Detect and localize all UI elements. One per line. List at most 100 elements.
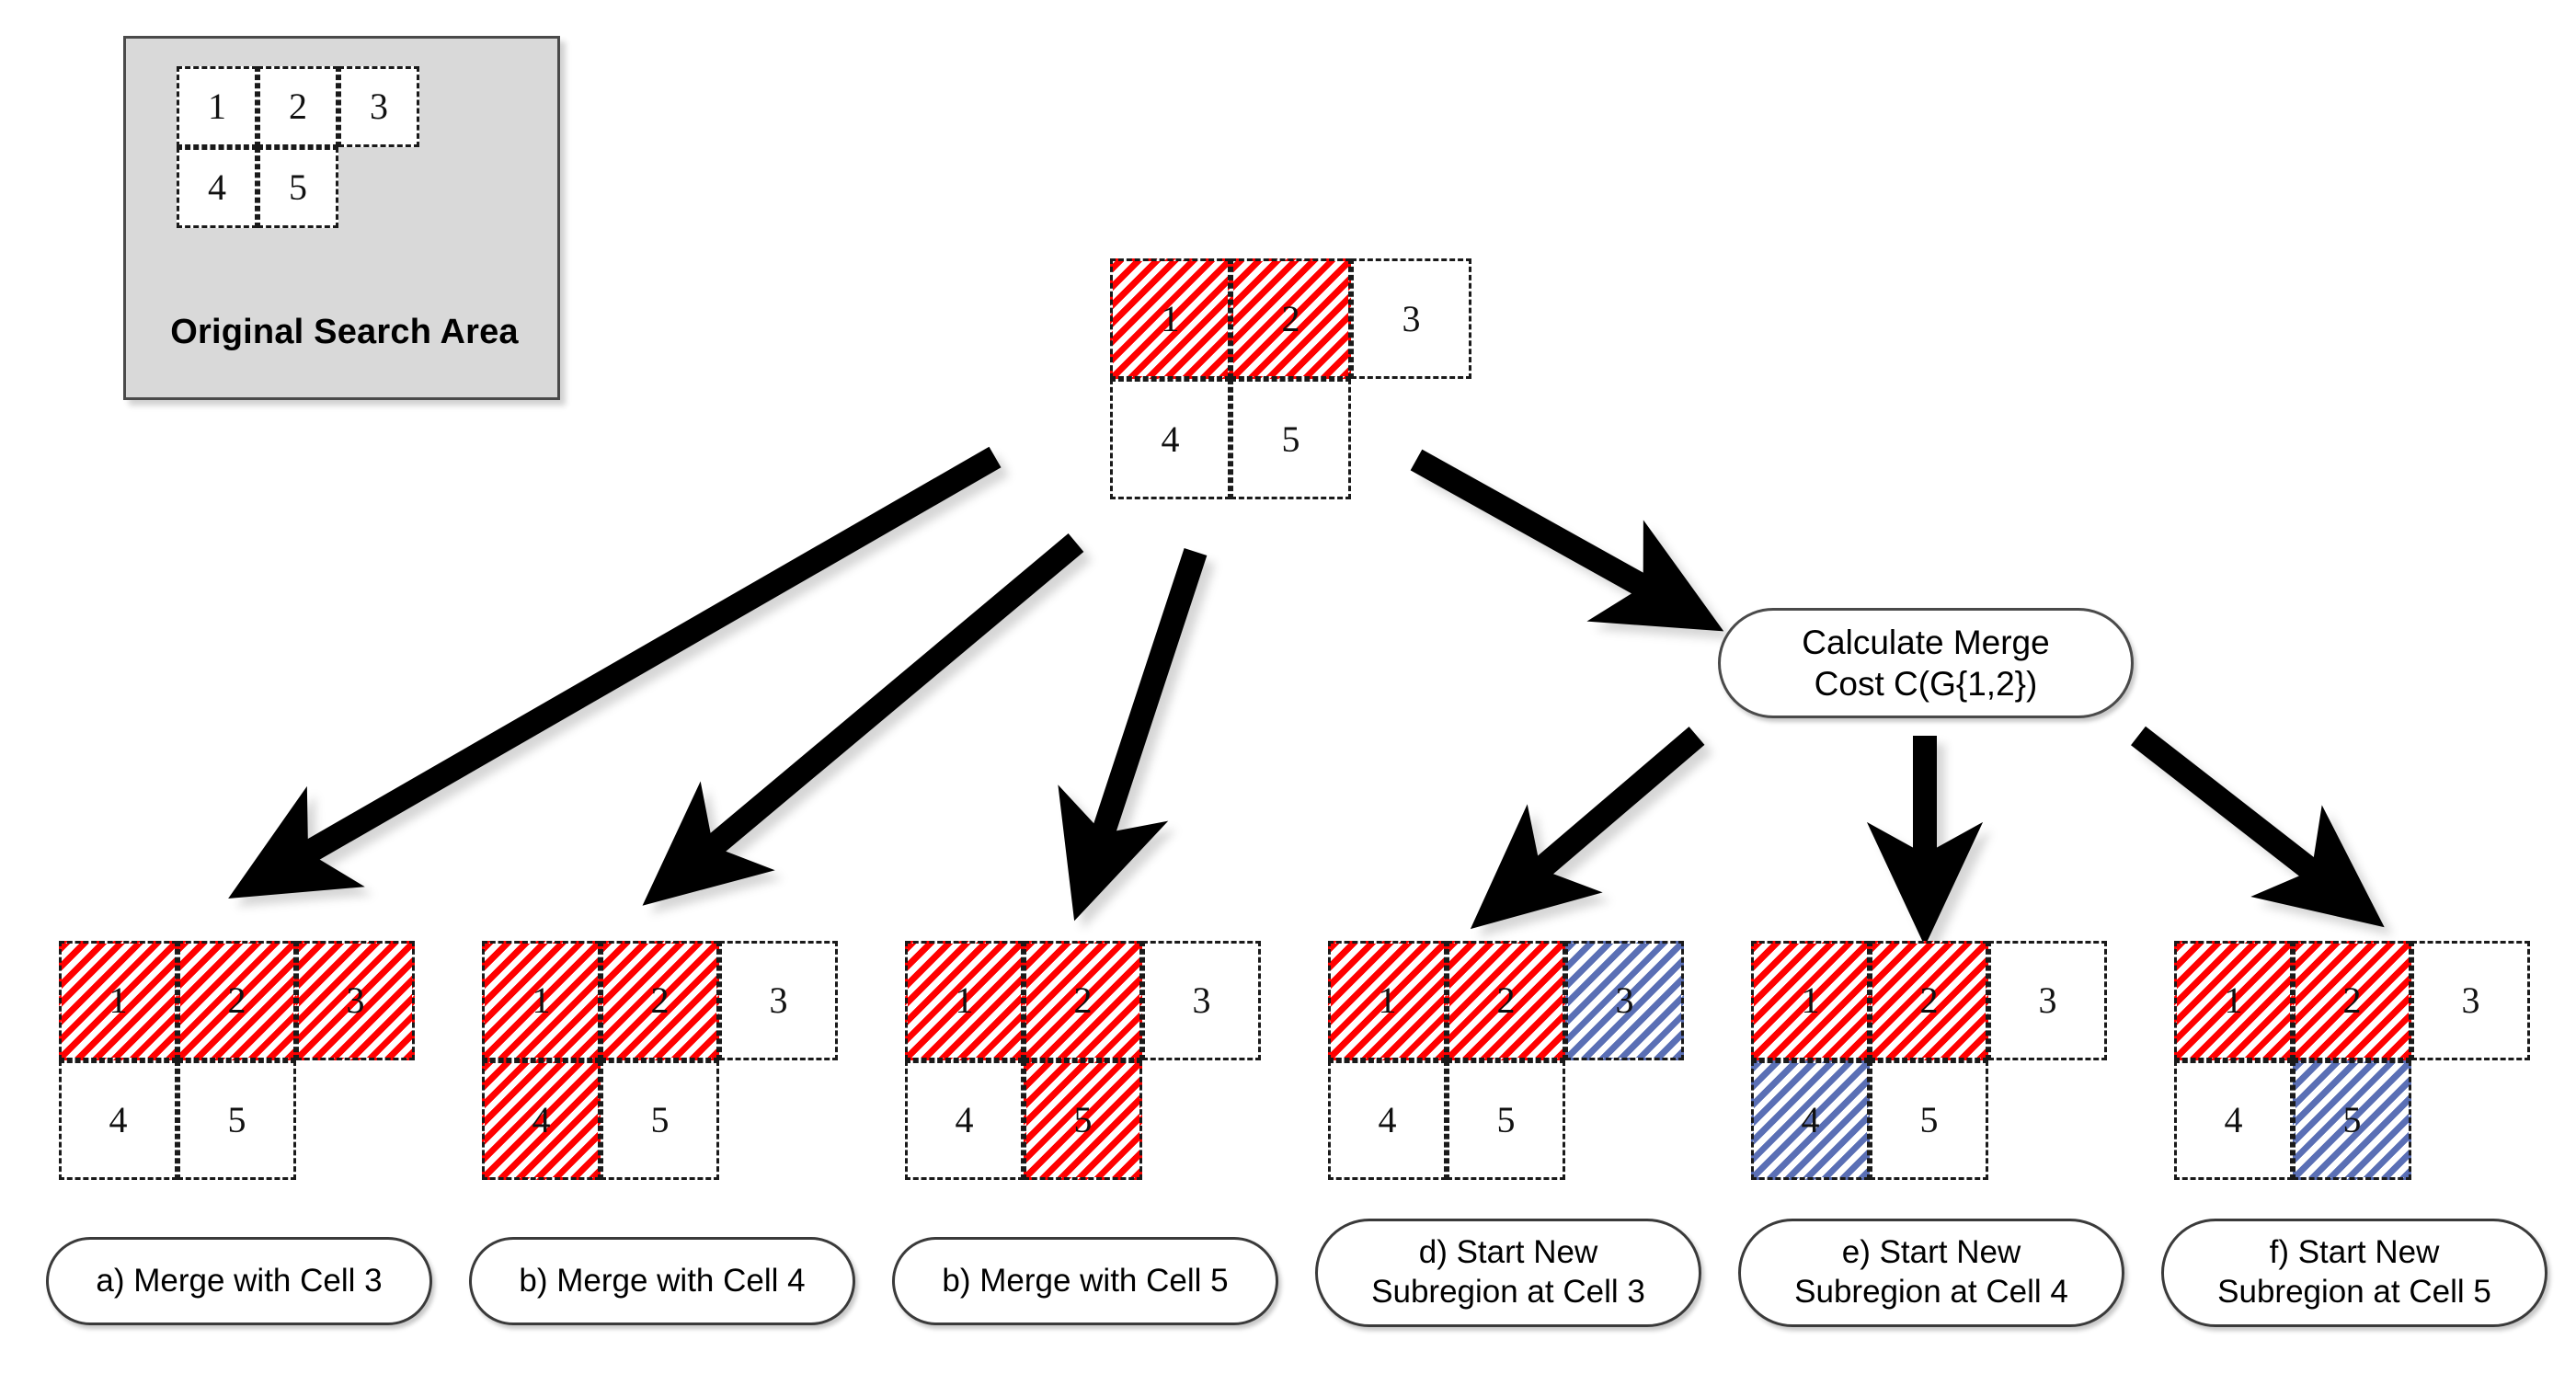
grid-cell-label: 5 (289, 166, 307, 208)
grid-cell-label: 4 (955, 1099, 974, 1140)
grid-cell-label: 4 (2224, 1099, 2243, 1140)
grid-cell-3: 3 (296, 941, 415, 1060)
grid-cell-label: 4 (532, 1099, 551, 1140)
grid-cell-label: 4 (208, 166, 226, 208)
grid-cell-2: 2 (1231, 258, 1351, 379)
grid-cell-1: 1 (59, 941, 177, 1060)
grid-cell-label: 4 (1378, 1099, 1397, 1140)
grid-cell-1: 1 (2174, 941, 2293, 1060)
grid-cell-label: 2 (1073, 979, 1093, 1021)
grid-cell-label: 3 (1615, 979, 1634, 1021)
grid-cell-label: 2 (1919, 979, 1939, 1021)
option-a-caption-text: a) Merge with Cell 3 (96, 1262, 383, 1299)
option-b-caption-text: b) Merge with Cell 4 (519, 1262, 806, 1299)
option-b-caption[interactable]: b) Merge with Cell 4 (469, 1237, 855, 1325)
option-f-caption-line2: Subregion at Cell 5 (2217, 1274, 2491, 1310)
grid-cell-label: 4 (109, 1099, 128, 1140)
grid-cell-label: 2 (1496, 979, 1516, 1021)
option-c-grid: 1 2 3 4 5 (905, 941, 1261, 1180)
grid-cell-5: 5 (1870, 1060, 1988, 1180)
grid-cell-1: 1 (177, 66, 258, 147)
grid-cell-4: 4 (1110, 379, 1231, 499)
option-f-caption[interactable]: f) Start New Subregion at Cell 5 (2161, 1219, 2547, 1327)
grid-cell-4: 4 (1328, 1060, 1447, 1180)
grid-cell-label: 5 (1919, 1099, 1939, 1140)
grid-cell-label: 5 (1496, 1099, 1516, 1140)
option-e-caption[interactable]: e) Start New Subregion at Cell 4 (1738, 1219, 2124, 1327)
grid-cell-3: 3 (1565, 941, 1684, 1060)
grid-cell-label: 3 (1402, 297, 1421, 339)
grid-cell-label: 3 (2461, 979, 2480, 1021)
option-a-caption[interactable]: a) Merge with Cell 3 (46, 1237, 432, 1325)
grid-cell-label: 5 (1073, 1099, 1093, 1140)
grid-cell-label: 1 (1378, 979, 1397, 1021)
grid-cell-2: 2 (1870, 941, 1988, 1060)
calculate-merge-cost-node[interactable]: Calculate Merge Cost C(G{1,2}) (1718, 608, 2134, 718)
option-e-caption-line2: Subregion at Cell 4 (1794, 1274, 2068, 1310)
grid-cell-2: 2 (1024, 941, 1142, 1060)
grid-cell-1: 1 (1110, 258, 1231, 379)
grid-cell-4: 4 (2174, 1060, 2293, 1180)
option-f-grid: 1 2 3 4 5 (2174, 941, 2530, 1180)
grid-cell-4: 4 (59, 1060, 177, 1180)
grid-cell-3: 3 (719, 941, 838, 1060)
option-e-grid: 1 2 3 4 5 (1751, 941, 2107, 1180)
grid-cell-3: 3 (1988, 941, 2107, 1060)
option-c-caption-text: b) Merge with Cell 5 (942, 1262, 1229, 1299)
grid-cell-label: 2 (650, 979, 670, 1021)
grid-cell-label: 3 (1192, 979, 1211, 1021)
grid-cell-label: 1 (955, 979, 974, 1021)
grid-cell-4: 4 (1751, 1060, 1870, 1180)
grid-cell-4: 4 (482, 1060, 601, 1180)
merge-cost-line1: Calculate Merge (1802, 623, 2050, 661)
grid-cell-label: 5 (650, 1099, 670, 1140)
grid-cell-1: 1 (905, 941, 1024, 1060)
original-search-area-panel: 1 2 3 4 5 Original Search Area (123, 36, 560, 400)
grid-cell-label: 5 (1281, 418, 1300, 460)
source-state-grid: 1 2 3 4 5 (1110, 258, 1471, 499)
grid-cell-5: 5 (2293, 1060, 2411, 1180)
option-d-caption-line2: Subregion at Cell 3 (1371, 1274, 1645, 1310)
grid-cell-3: 3 (2411, 941, 2530, 1060)
grid-cell-2: 2 (601, 941, 719, 1060)
option-b-grid: 1 2 3 4 5 (482, 941, 838, 1180)
grid-cell-5: 5 (177, 1060, 296, 1180)
grid-cell-label: 1 (109, 979, 128, 1021)
grid-cell-1: 1 (1751, 941, 1870, 1060)
grid-cell-label: 3 (346, 979, 365, 1021)
grid-cell-label: 5 (2342, 1099, 2362, 1140)
arrow-to-option-d (1470, 727, 1705, 930)
option-f-caption-line1: f) Start New (2269, 1234, 2440, 1271)
grid-cell-4: 4 (177, 147, 258, 228)
grid-cell-1: 1 (482, 941, 601, 1060)
arrow-to-option-a (228, 446, 1002, 899)
grid-cell-2: 2 (1447, 941, 1565, 1060)
grid-cell-4: 4 (905, 1060, 1024, 1180)
grid-cell-5: 5 (601, 1060, 719, 1180)
grid-cell-5: 5 (1231, 379, 1351, 499)
option-d-caption-line1: d) Start New (1418, 1234, 1598, 1271)
grid-cell-label: 4 (1161, 418, 1180, 460)
grid-cell-label: 4 (1801, 1099, 1820, 1140)
grid-cell-label: 3 (2038, 979, 2057, 1021)
arrow-to-option-b (642, 533, 1084, 906)
original-search-area-caption: Original Search Area (170, 313, 519, 351)
merge-cost-line2: Cost C(G{1,2}) (1814, 665, 2038, 703)
grid-cell-label: 1 (208, 86, 226, 127)
grid-cell-label: 3 (769, 979, 788, 1021)
grid-cell-2: 2 (258, 66, 338, 147)
arrow-to-option-c (1058, 547, 1208, 922)
grid-cell-label: 2 (289, 86, 307, 127)
grid-cell-3: 3 (1142, 941, 1261, 1060)
grid-cell-label: 3 (370, 86, 388, 127)
grid-cell-label: 1 (1161, 297, 1180, 339)
grid-cell-label: 2 (1281, 297, 1300, 339)
grid-cell-2: 2 (2293, 941, 2411, 1060)
option-a-grid: 1 2 3 4 5 (59, 941, 415, 1180)
option-d-grid: 1 2 3 4 5 (1328, 941, 1684, 1180)
option-d-caption[interactable]: d) Start New Subregion at Cell 3 (1315, 1219, 1701, 1327)
grid-cell-label: 2 (227, 979, 246, 1021)
grid-cell-label: 2 (2342, 979, 2362, 1021)
grid-cell-1: 1 (1328, 941, 1447, 1060)
option-c-caption[interactable]: b) Merge with Cell 5 (892, 1237, 1278, 1325)
